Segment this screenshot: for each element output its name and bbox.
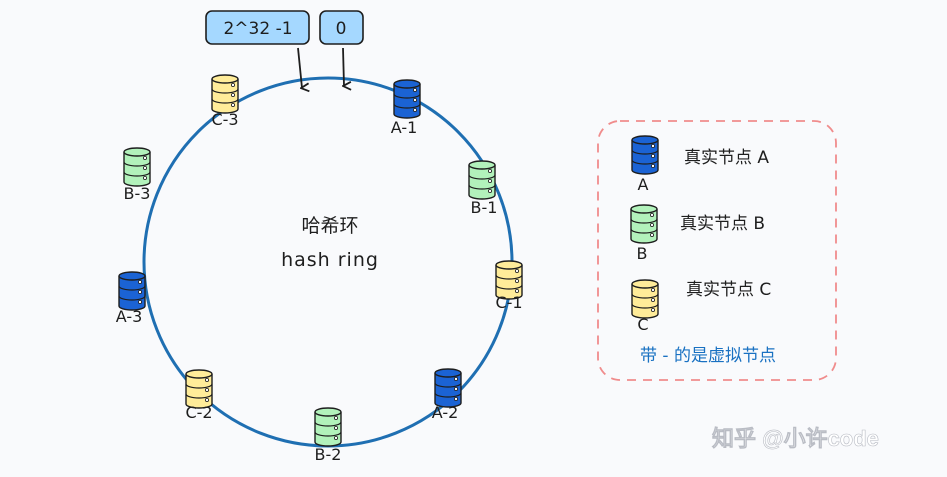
ring-node-a-2: A-2 [432, 368, 462, 422]
ring-title: 哈希环 [301, 215, 358, 237]
zero-label: 0 [336, 19, 347, 39]
database-icon [393, 79, 421, 119]
database-icon [118, 271, 146, 311]
legend-frame [597, 120, 837, 381]
ring-subtitle: hash ring [281, 249, 379, 271]
ring-node-b-2: B-2 [314, 407, 342, 464]
database-icon [631, 279, 659, 319]
database-icon [631, 135, 659, 175]
legend-note: 带 - 的是虚拟节点 [640, 346, 776, 366]
legend-item-b: B 真实节点 B [630, 204, 765, 263]
database-icon [185, 369, 213, 409]
max-value-label: 2^32 -1 [223, 19, 292, 39]
max-value-arrow [297, 47, 302, 88]
legend-item-text: 真实节点 C [686, 280, 771, 300]
legend-item-text: 真实节点 A [684, 148, 769, 168]
watermark: 知乎 @小许code [712, 426, 879, 451]
database-icon [211, 74, 239, 114]
database-icon [630, 204, 658, 244]
zero-arrow [343, 47, 344, 86]
database-icon [314, 407, 342, 447]
ring-node-b-3: B-3 [123, 147, 151, 203]
max-value-marker: 2^32 -1 [205, 10, 310, 88]
ring-node-a-1: A-1 [391, 79, 421, 137]
database-icon [434, 368, 462, 408]
ring-node-label: B-3 [124, 184, 151, 203]
ring-node-b-1: B-1 [468, 160, 498, 217]
zero-box [319, 10, 364, 45]
legend: A 真实节点 A B 真实节点 B C 真实节点 C 带 - 的是虚拟节点 [597, 120, 837, 381]
zero-marker: 0 [319, 10, 364, 86]
legend-items: A 真实节点 A B 真实节点 B C 真实节点 C [630, 135, 771, 334]
database-icon [468, 160, 496, 200]
legend-item-letter: B [637, 244, 648, 263]
database-icon [495, 260, 523, 300]
legend-item-a: A 真实节点 A [631, 135, 769, 194]
ring-node-label: C-1 [495, 293, 522, 312]
ring-node-label: A-2 [432, 403, 459, 422]
ring-node-label: C-3 [211, 110, 238, 129]
ring-node-c-2: C-2 [185, 369, 213, 422]
ring-node-label: A-3 [116, 307, 143, 326]
ring-node-c-3: C-3 [211, 74, 239, 129]
ring-node-label: A-1 [391, 118, 418, 137]
database-icon [123, 147, 151, 187]
ring-node-label: B-1 [471, 198, 498, 217]
legend-item-letter: C [637, 315, 648, 334]
legend-item-letter: A [638, 175, 649, 194]
ring-node-label: B-2 [315, 445, 342, 464]
ring-node-c-1: C-1 [495, 260, 523, 312]
legend-item-text: 真实节点 B [680, 214, 765, 234]
ring-nodes: A-1B-1C-1A-2B-2 C-2 A-3 B-3 C-3 [116, 74, 523, 464]
ring-node-label: C-2 [185, 403, 212, 422]
ring-node-a-3: A-3 [116, 271, 146, 326]
max-value-box [205, 10, 310, 45]
legend-item-c: C 真实节点 C [631, 279, 771, 334]
